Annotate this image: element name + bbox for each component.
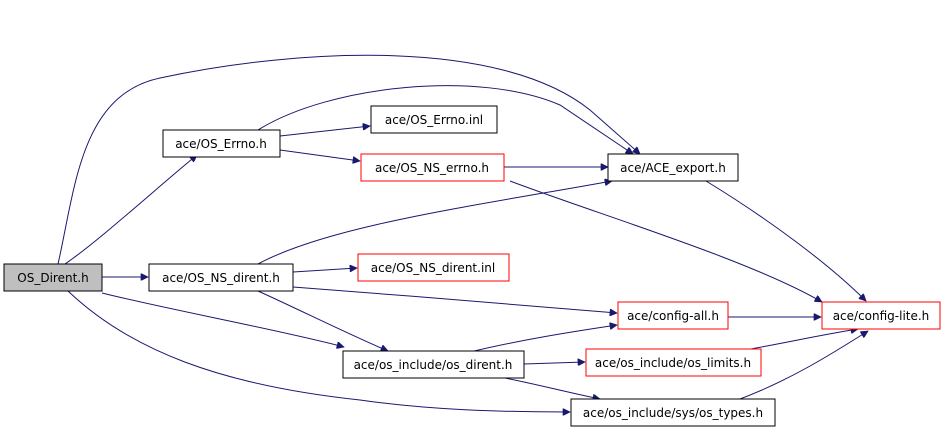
edge-os_dirent_h-to-os_types_h (67, 290, 570, 412)
edge-os_ns_dirent_h-to-os_ns_dirent_inl (292, 268, 357, 273)
edge-os_dirent_inc_h-to-config_all_h (469, 325, 617, 353)
edges (57, 54, 868, 412)
edge-os_errno_h-to-os_errno_inl (279, 126, 370, 137)
node-box (3, 263, 103, 292)
node-label: ace/OS_NS_dirent.h (162, 271, 280, 285)
node-os-ns-errno-h[interactable]: ace/OS_NS_errno.h (360, 153, 505, 182)
edge-os_dirent_h-to-os_dirent_inc_h (101, 292, 344, 347)
node-box (617, 301, 729, 330)
node-label: ace/OS_Errno.h (175, 137, 267, 151)
edge-os_ns_dirent_h-to-ace_export_h (257, 181, 612, 265)
node-os-ns-dirent-inl[interactable]: ace/OS_NS_dirent.inl (357, 253, 510, 282)
edge-os_dirent_h-to-os_errno_h (64, 155, 197, 265)
node-box (570, 398, 776, 427)
node-label: ace/OS_NS_errno.h (375, 161, 489, 175)
node-box (370, 105, 498, 134)
node-os-errno-inl[interactable]: ace/OS_Errno.inl (370, 105, 498, 134)
edge-os_errno_h-to-os_ns_errno_h (279, 149, 360, 161)
node-box (162, 129, 281, 158)
edge-os_types_h-to-config_lite_h (739, 330, 868, 400)
node-label: ace/OS_Errno.inl (385, 113, 483, 127)
node-label: ace/OS_NS_dirent.inl (371, 261, 495, 275)
node-os-ns-dirent-h[interactable]: ace/OS_NS_dirent.h (148, 263, 294, 292)
node-box (821, 301, 941, 330)
edge-os_ns_errno_h-to-config_lite_h (509, 180, 822, 303)
edge-ace_export_h-to-config_lite_h (705, 180, 866, 301)
node-config-lite-h[interactable]: ace/config-lite.h (821, 301, 941, 330)
edge-os_dirent_inc_h-to-os_types_h (504, 377, 600, 399)
edge-os_ns_dirent_h-to-config_all_h (292, 286, 617, 313)
node-label: ace/os_include/os_limits.h (595, 356, 751, 370)
node-box (607, 153, 739, 182)
node-os-include-sys-os-types-h[interactable]: ace/os_include/sys/os_types.h (570, 398, 776, 427)
nodes: OS_Dirent.h ace/OS_Errno.h ace/OS_Errno.… (3, 105, 941, 427)
node-label: ace/config-all.h (627, 309, 719, 323)
node-os-include-os-limits-h[interactable]: ace/os_include/os_limits.h (585, 348, 762, 377)
node-box (342, 350, 525, 379)
node-label: ace/os_include/os_dirent.h (354, 358, 513, 372)
node-os-dirent-h[interactable]: OS_Dirent.h (3, 263, 103, 292)
node-box (357, 253, 510, 282)
node-label: ace/os_include/sys/os_types.h (583, 406, 763, 420)
edge-os_errno_h-to-ace_export_h (257, 85, 633, 154)
node-label: ace/ACE_export.h (620, 161, 726, 175)
node-box (585, 348, 762, 377)
edge-os_limits_h-to-config_lite_h (744, 329, 858, 351)
node-os-errno-h[interactable]: ace/OS_Errno.h (162, 129, 281, 158)
node-label: OS_Dirent.h (17, 271, 88, 285)
edge-os_dirent_inc_h-to-os_limits_h (523, 362, 585, 364)
node-config-all-h[interactable]: ace/config-all.h (617, 301, 729, 330)
node-label: ace/config-lite.h (833, 309, 930, 323)
node-os-include-os-dirent-h[interactable]: ace/os_include/os_dirent.h (342, 350, 525, 379)
node-box (148, 263, 294, 292)
edge-os_ns_dirent_h-to-os_dirent_inc_h (257, 290, 388, 351)
node-box (360, 153, 505, 182)
edge-os_dirent_h-to-ace_export_h (57, 54, 640, 265)
node-ace-export-h[interactable]: ace/ACE_export.h (607, 153, 739, 182)
